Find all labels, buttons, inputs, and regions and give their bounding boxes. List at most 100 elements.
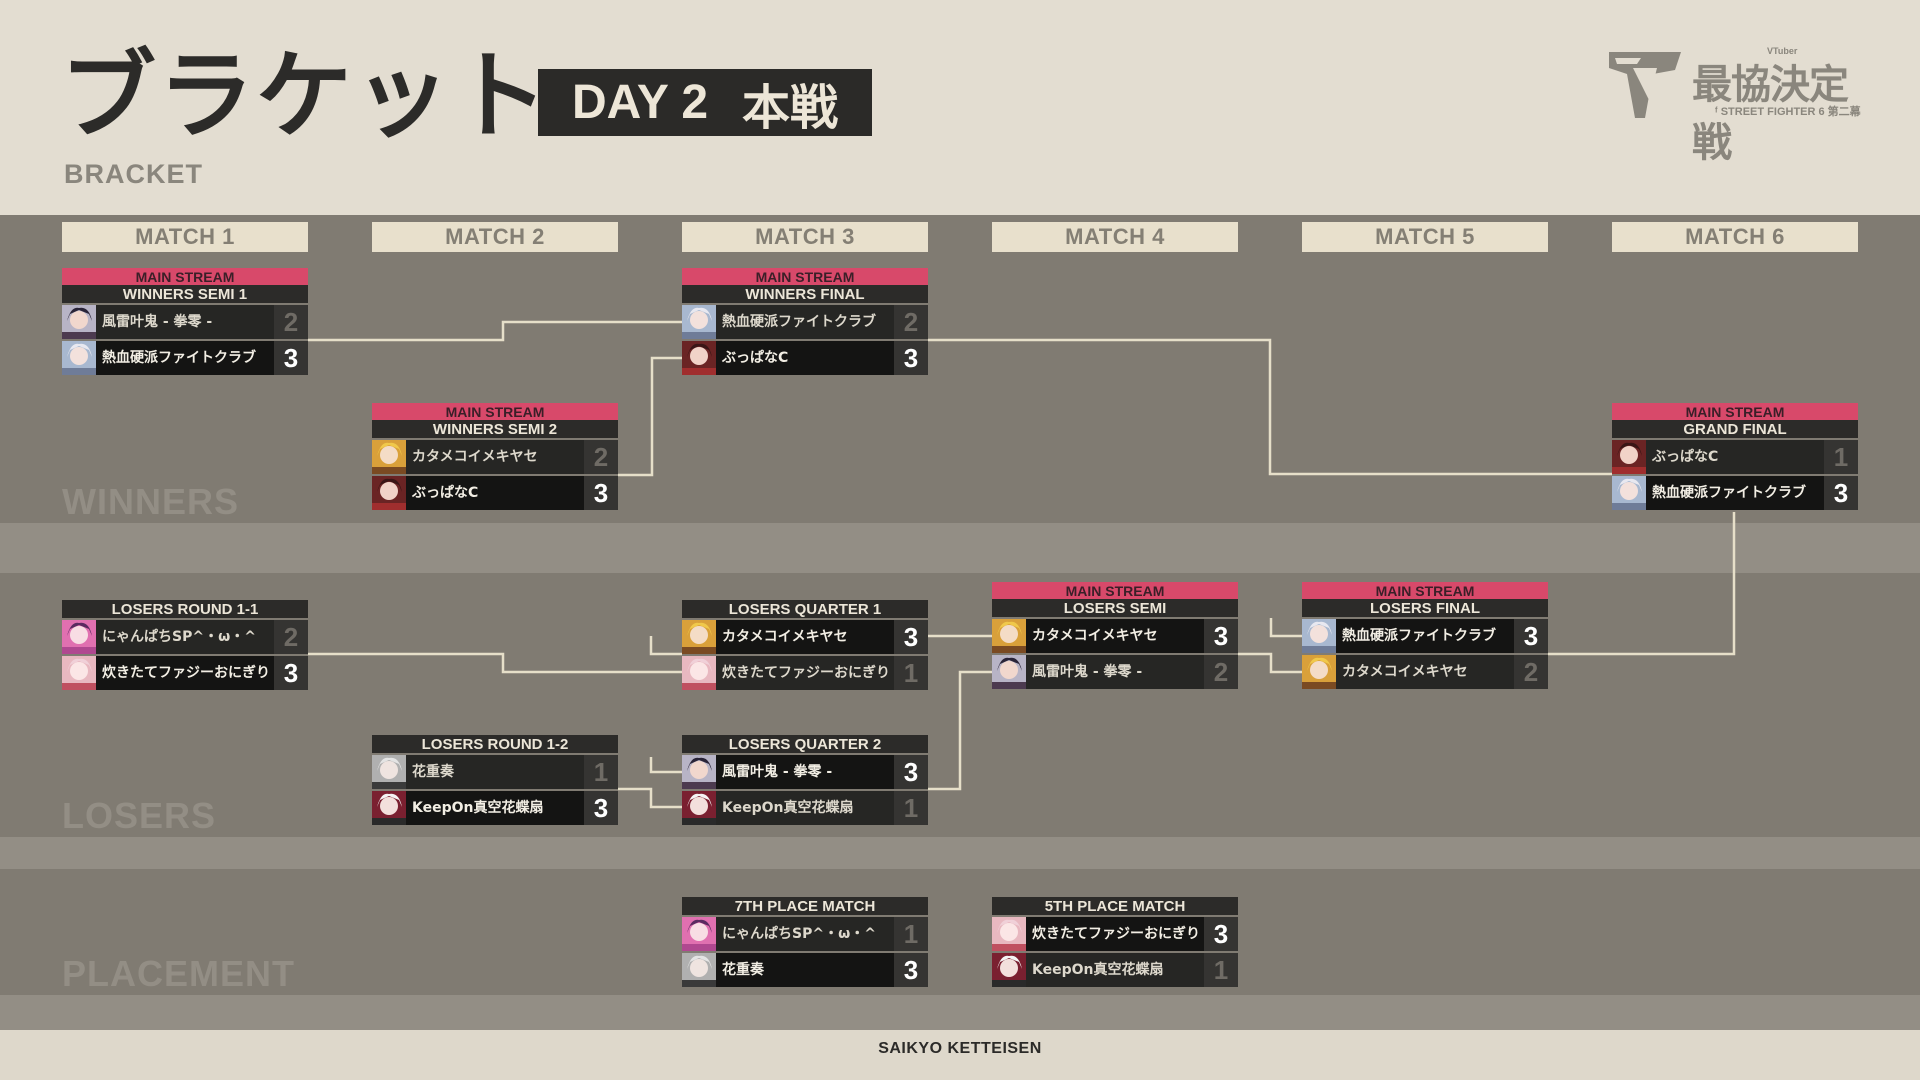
- logo-sub-text: ᶠ STREET FIGHTER 6 第二幕: [1715, 106, 1861, 118]
- player-score: 3: [894, 620, 928, 654]
- player-avatar: [372, 755, 406, 789]
- player-score: 2: [274, 305, 308, 339]
- match-title: LOSERS ROUND 1-1: [62, 600, 308, 618]
- player-name: カタメコイメキヤセ: [716, 620, 894, 654]
- player-row[interactable]: KeepOn真空花蝶扇 1: [992, 953, 1238, 987]
- player-row-winner[interactable]: 風雷叶鬼 - 拳零 - 3: [682, 755, 928, 789]
- player-name: 炊きたてファジーおにぎり: [96, 656, 274, 690]
- match-card-losers-semi[interactable]: MAIN STREAM LOSERS SEMI カタメコイメキヤセ 3 風雷叶鬼…: [992, 582, 1238, 689]
- player-name: KeepOn真空花蝶扇: [1032, 962, 1164, 978]
- day-label: DAY 2: [571, 76, 709, 129]
- player-row[interactable]: 風雷叶鬼 - 拳零 - 2: [62, 305, 308, 339]
- connector-lf-gf: [1548, 512, 1736, 656]
- player-name: 炊きたてファジーおにぎり: [1026, 917, 1204, 951]
- player-avatar: [682, 755, 716, 789]
- section-divider: [0, 995, 1920, 1030]
- player-row-winner[interactable]: 花重奏 3: [682, 953, 928, 987]
- match-card-losers-quarter-1[interactable]: LOSERS QUARTER 1 カタメコイメキヤセ 3 炊きたてファジーおにぎ…: [682, 600, 928, 690]
- match-title: 5TH PLACE MATCH: [992, 897, 1238, 915]
- event-logo: VTuber 最協決定戦 ᶠ STREET FIGHTER 6 第二幕: [1605, 40, 1880, 166]
- player-score: 2: [584, 440, 618, 474]
- player-score: 2: [1204, 655, 1238, 689]
- player-row-winner[interactable]: KeepOn真空花蝶扇 3: [372, 791, 618, 825]
- player-row-winner[interactable]: 炊きたてファジーおにぎり 3: [62, 656, 308, 690]
- player-score: 2: [1514, 655, 1548, 689]
- player-score: 3: [274, 656, 308, 690]
- match-title: WINNERS SEMI 1: [62, 285, 308, 303]
- player-avatar: [992, 917, 1026, 951]
- match-card-winners-semi-1[interactable]: MAIN STREAM WINNERS SEMI 1 風雷叶鬼 - 拳零 - 2…: [62, 268, 308, 375]
- player-avatar: [682, 656, 716, 690]
- player-row-winner[interactable]: ぶっぱなC 3: [372, 476, 618, 510]
- main-stream-tag: MAIN STREAM: [1302, 582, 1548, 599]
- column-header-match-1: MATCH 1: [62, 222, 308, 252]
- player-score: 1: [1204, 953, 1238, 987]
- player-avatar: [372, 440, 406, 474]
- player-avatar: [682, 305, 716, 339]
- player-name: 熱血硬派ファイトクラブ: [1646, 476, 1824, 510]
- player-row[interactable]: ぶっぱなC 1: [1612, 440, 1858, 474]
- match-card-losers-final[interactable]: MAIN STREAM LOSERS FINAL 熱血硬派ファイトクラブ 3 カ…: [1302, 582, 1548, 689]
- connector-lr11-lq1: [308, 652, 682, 674]
- match-title: 7TH PLACE MATCH: [682, 897, 928, 915]
- match-card-winners-final[interactable]: MAIN STREAM WINNERS FINAL 熱血硬派ファイトクラブ 2 …: [682, 268, 928, 375]
- player-row[interactable]: 風雷叶鬼 - 拳零 - 2: [992, 655, 1238, 689]
- column-header-match-4: MATCH 4: [992, 222, 1238, 252]
- day-sub-label: 本戦: [742, 81, 839, 135]
- player-name: 風雷叶鬼 - 拳零 -: [1032, 664, 1143, 680]
- player-avatar: [62, 341, 96, 375]
- player-name: 熱血硬派ファイトクラブ: [1336, 619, 1514, 653]
- player-avatar: [992, 953, 1026, 987]
- player-name: にゃんぱちSP^・ω・^: [102, 629, 256, 645]
- player-name: 花重奏: [716, 953, 894, 987]
- match-card-grand-final[interactable]: MAIN STREAM GRAND FINAL ぶっぱなC 1 熱血硬派ファイト…: [1612, 403, 1858, 510]
- match-card-5th-place[interactable]: 5TH PLACE MATCH 炊きたてファジーおにぎり 3 KeepOn真空花…: [992, 897, 1238, 987]
- player-row[interactable]: カタメコイメキヤセ 2: [1302, 655, 1548, 689]
- player-avatar: [682, 791, 716, 825]
- player-score: 3: [894, 341, 928, 375]
- player-avatar: [62, 656, 96, 690]
- player-row-winner[interactable]: 熱血硬派ファイトクラブ 3: [62, 341, 308, 375]
- player-name: ぶっぱなC: [406, 476, 584, 510]
- connector-ws1-wf: [308, 320, 682, 342]
- player-score: 1: [894, 917, 928, 951]
- column-header-match-5: MATCH 5: [1302, 222, 1548, 252]
- player-avatar: [1302, 619, 1336, 653]
- main-stream-tag: MAIN STREAM: [62, 268, 308, 285]
- player-row-winner[interactable]: カタメコイメキヤセ 3: [682, 620, 928, 654]
- player-row[interactable]: にゃんぱちSP^・ω・^ 1: [682, 917, 928, 951]
- player-row-winner[interactable]: 熱血硬派ファイトクラブ 3: [1612, 476, 1858, 510]
- player-row-winner[interactable]: 炊きたてファジーおにぎり 3: [992, 917, 1238, 951]
- match-card-winners-semi-2[interactable]: MAIN STREAM WINNERS SEMI 2 カタメコイメキヤセ 2 ぶ…: [372, 403, 618, 510]
- player-score: 3: [584, 791, 618, 825]
- player-avatar: [372, 791, 406, 825]
- player-row-winner[interactable]: 熱血硬派ファイトクラブ 3: [1302, 619, 1548, 653]
- player-row[interactable]: にゃんぱちSP^・ω・^ 2: [62, 620, 308, 654]
- match-title: LOSERS ROUND 1-2: [372, 735, 618, 753]
- player-row-winner[interactable]: ぶっぱなC 3: [682, 341, 928, 375]
- match-title: WINNERS SEMI 2: [372, 420, 618, 438]
- match-card-losers-round-1-2[interactable]: LOSERS ROUND 1-2 花重奏 1 KeepOn真空花蝶扇 3: [372, 735, 618, 825]
- match-card-losers-quarter-2[interactable]: LOSERS QUARTER 2 風雷叶鬼 - 拳零 - 3 KeepOn真空花…: [682, 735, 928, 825]
- player-name: カタメコイメキヤセ: [1342, 664, 1468, 680]
- player-score: 2: [894, 305, 928, 339]
- player-row-winner[interactable]: カタメコイメキヤセ 3: [992, 619, 1238, 653]
- connector-lq1-in: [649, 636, 682, 656]
- bracket-panel: WINNERS LOSERS PLACEMENT: [0, 215, 1920, 1030]
- player-row[interactable]: カタメコイメキヤセ 2: [372, 440, 618, 474]
- column-header-match-6: MATCH 6: [1612, 222, 1858, 252]
- match-card-losers-round-1-1[interactable]: LOSERS ROUND 1-1 にゃんぱちSP^・ω・^ 2 炊きたてファジー…: [62, 600, 308, 690]
- match-card-7th-place[interactable]: 7TH PLACE MATCH にゃんぱちSP^・ω・^ 1 花重奏 3: [682, 897, 928, 987]
- player-row[interactable]: KeepOn真空花蝶扇 1: [682, 791, 928, 825]
- page-subtitle: BRACKET: [64, 159, 203, 189]
- match-title: LOSERS FINAL: [1302, 599, 1548, 617]
- player-row[interactable]: 熱血硬派ファイトクラブ 2: [682, 305, 928, 339]
- player-name: にゃんぱちSP^・ω・^: [722, 926, 876, 942]
- player-score: 3: [1514, 619, 1548, 653]
- player-name: 花重奏: [412, 764, 454, 780]
- player-row[interactable]: 炊きたてファジーおにぎり 1: [682, 656, 928, 690]
- player-row[interactable]: 花重奏 1: [372, 755, 618, 789]
- player-score: 3: [1204, 619, 1238, 653]
- player-avatar: [682, 341, 716, 375]
- player-name: 風雷叶鬼 - 拳零 -: [716, 755, 894, 789]
